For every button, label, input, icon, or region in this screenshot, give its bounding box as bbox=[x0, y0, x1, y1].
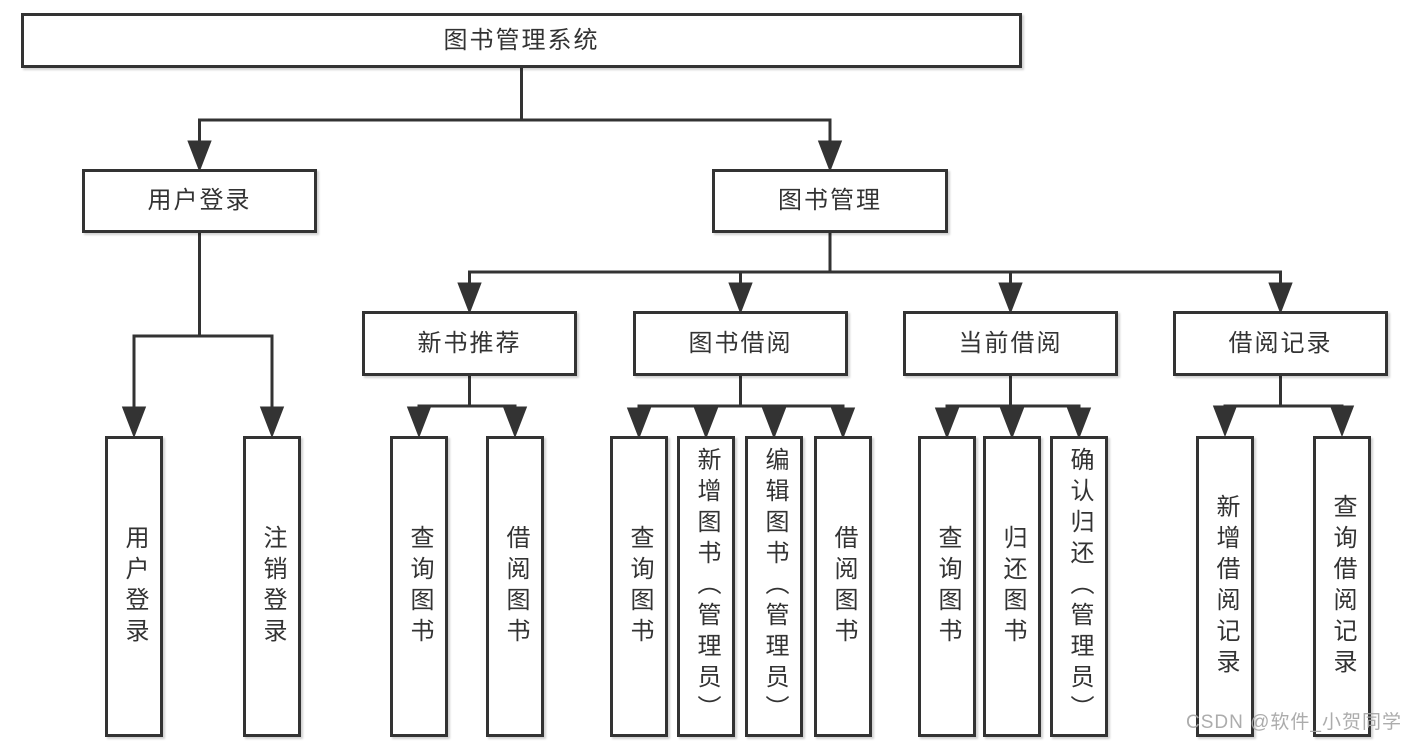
leaf-node-logout: 注销登录 bbox=[243, 436, 301, 737]
leaf-node-borrow-borrow: 借阅图书 bbox=[814, 436, 872, 737]
connector-current-to-leaves bbox=[934, 376, 1092, 440]
csdn-watermark: CSDN @软件_小贺同学 bbox=[1186, 712, 1402, 733]
connector-newbook-to-leaves bbox=[406, 376, 528, 439]
user-login-node: 用户登录 bbox=[82, 169, 317, 233]
book-management-node: 图书管理 bbox=[712, 169, 948, 233]
section-node-current-borrow: 当前借阅 bbox=[903, 311, 1118, 376]
leaf-node-record-query: 查询借阅记录 bbox=[1313, 436, 1371, 737]
leaf-node-current-return: 归还图书 bbox=[983, 436, 1041, 737]
section-node-borrow-record: 借阅记录 bbox=[1173, 311, 1388, 376]
connector-bookmgmt-to-level3 bbox=[457, 233, 1293, 315]
leaf-node-borrow-edit: 编辑图书（管理员） bbox=[745, 436, 803, 737]
section-node-new-book: 新书推荐 bbox=[362, 311, 577, 376]
leaf-node-borrow-add: 新增图书（管理员） bbox=[677, 436, 735, 737]
connector-root-to-level2 bbox=[187, 68, 843, 173]
connector-record-to-leaves bbox=[1212, 376, 1355, 438]
leaf-node-record-add: 新增借阅记录 bbox=[1196, 436, 1254, 737]
leaf-node-user-login: 用户登录 bbox=[105, 436, 163, 737]
section-node-book-borrow: 图书借阅 bbox=[633, 311, 848, 376]
leaf-node-current-confirm: 确认归还（管理员） bbox=[1050, 436, 1108, 737]
connector-userlogin-to-leaves bbox=[121, 233, 285, 439]
leaf-node-borrow-query: 查询图书 bbox=[610, 436, 668, 737]
leaf-node-newbook-borrow: 借阅图书 bbox=[486, 436, 544, 737]
leaf-node-current-query: 查询图书 bbox=[918, 436, 976, 737]
connector-borrow-to-leaves bbox=[626, 376, 856, 440]
root-node: 图书管理系统 bbox=[21, 13, 1022, 68]
leaf-node-newbook-query: 查询图书 bbox=[390, 436, 448, 737]
